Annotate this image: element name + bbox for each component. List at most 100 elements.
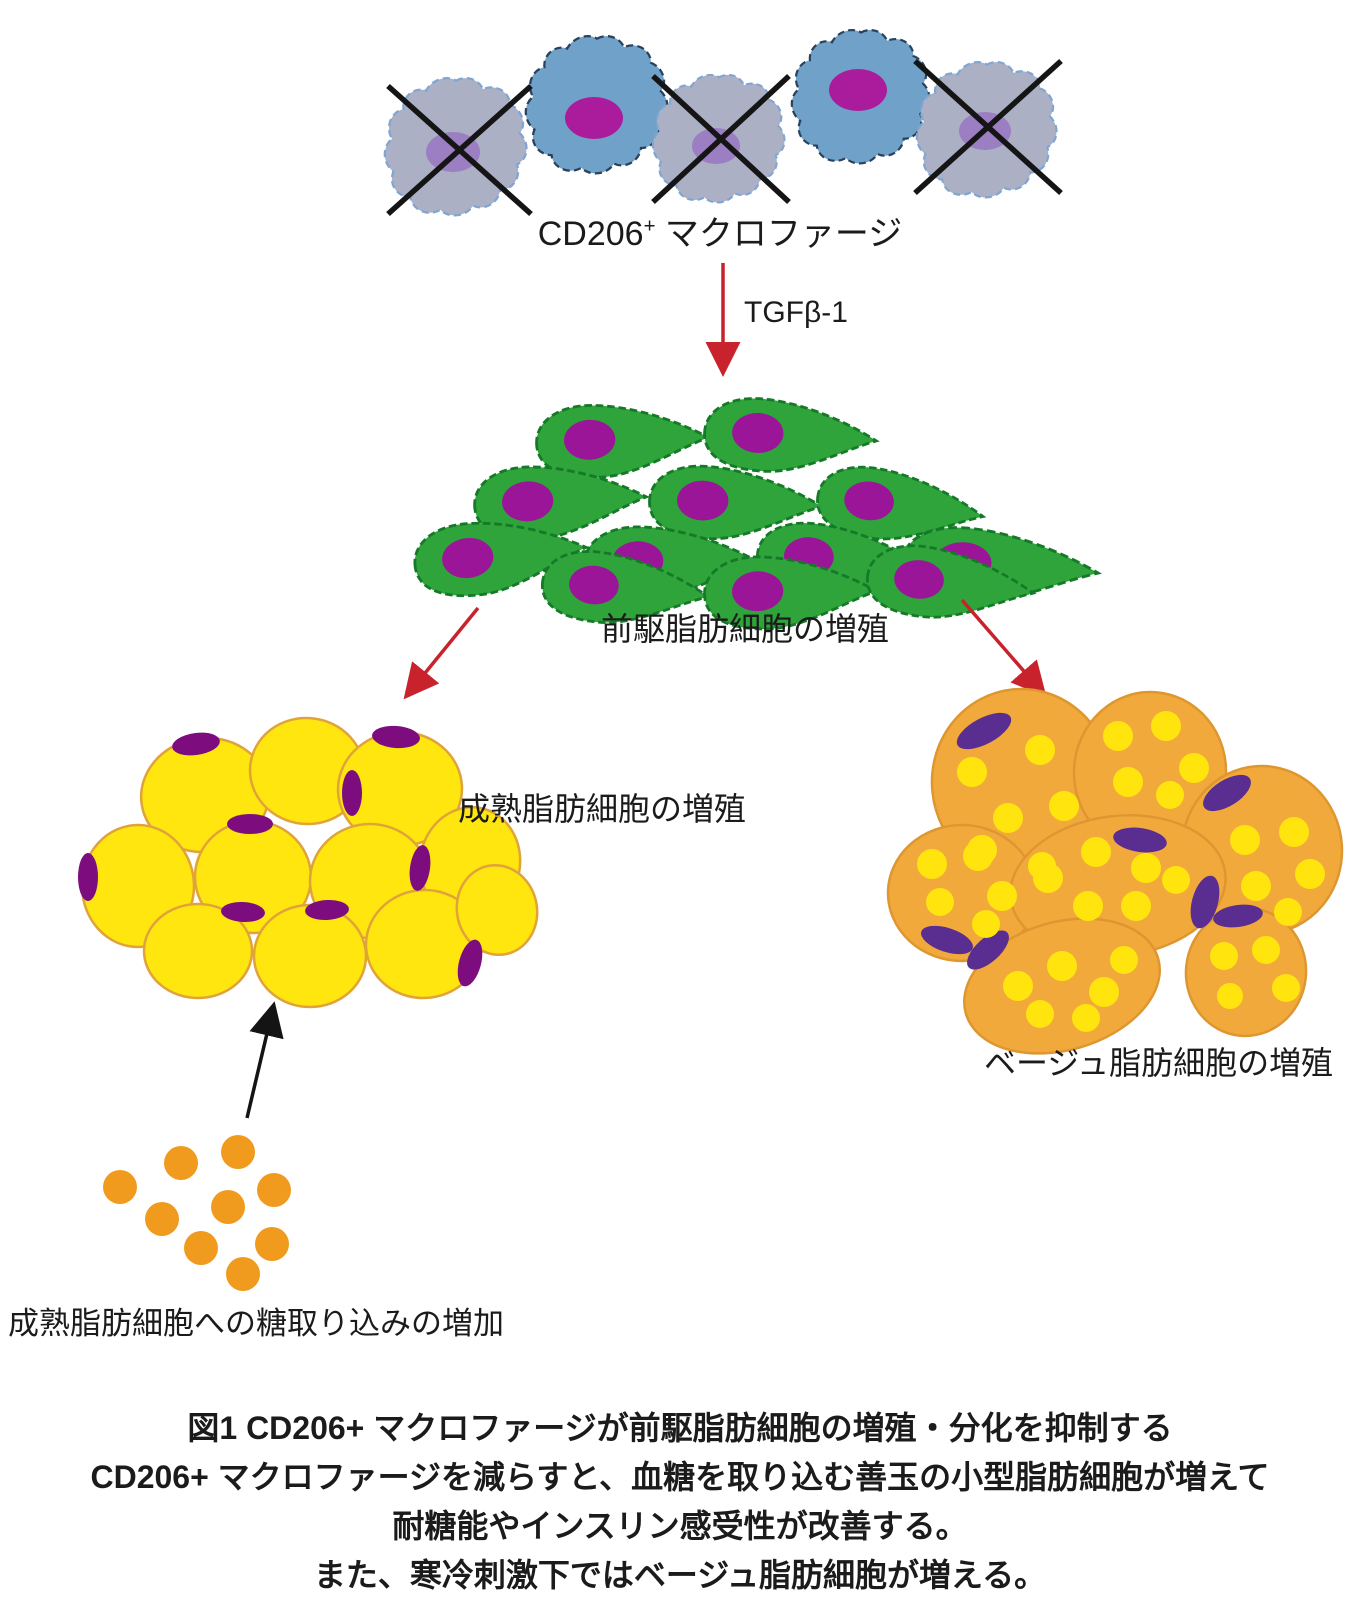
caption-line: 耐糖能やインスリン感受性が改善する。 xyxy=(392,1508,968,1544)
cell-nucleus xyxy=(829,69,887,111)
beige-nuclei xyxy=(921,712,1263,970)
lipid-droplet xyxy=(1025,735,1055,765)
preadipocyte-cell xyxy=(701,551,880,633)
preadipocyte-cluster xyxy=(409,395,1102,633)
preadipocyte-cell xyxy=(538,546,713,632)
cell-body xyxy=(963,917,1161,1055)
glucose-dot xyxy=(226,1257,260,1291)
glucose-dot xyxy=(221,1135,255,1169)
mature-adipocyte-nuclei xyxy=(78,725,483,987)
cell-nucleus xyxy=(442,538,494,579)
preadipocyte-cell xyxy=(533,397,712,482)
branch-arrow-left xyxy=(403,606,480,700)
cell-nucleus xyxy=(732,571,784,612)
glucose-uptake-arrow xyxy=(245,1001,284,1119)
lipid-droplet xyxy=(1121,891,1151,921)
mature-adipocyte-label: 成熟脂肪細胞の増殖 xyxy=(458,791,747,827)
cell-body xyxy=(142,902,254,1000)
glucose-dot xyxy=(184,1231,218,1265)
beige-adipocyte-label: ベージュ脂肪細胞の増殖 xyxy=(984,1045,1334,1081)
cell-nucleus xyxy=(372,725,420,749)
lipid-droplet xyxy=(1151,711,1181,741)
macrophage-cell-2 xyxy=(524,34,669,175)
cell-nucleus xyxy=(227,814,273,834)
cell-nucleus xyxy=(565,97,623,139)
lipid-droplet xyxy=(1217,983,1243,1009)
lipid-droplet xyxy=(1241,871,1271,901)
lipid-droplets xyxy=(917,711,1325,1032)
lipid-droplet xyxy=(1274,898,1302,926)
caption-line: CD206+ マクロファージを減らすと、血糖を取り込む善玉の小型脂肪細胞が増えて xyxy=(90,1459,1270,1495)
cell-nucleus xyxy=(967,930,1009,970)
x-marks xyxy=(386,58,1063,217)
cell-nucleus xyxy=(457,939,483,987)
cell-nucleus xyxy=(569,565,619,605)
glucose-dot xyxy=(257,1173,291,1207)
cell-nucleus xyxy=(305,899,349,921)
cell-nucleus xyxy=(221,901,265,923)
cell-nucleus xyxy=(732,413,784,453)
cell-nucleus xyxy=(844,481,894,521)
preadipocyte-cell xyxy=(470,457,651,545)
preadipocyte-cell xyxy=(701,395,880,477)
lipid-droplet xyxy=(1295,859,1325,889)
cell-nucleus xyxy=(172,732,220,756)
glucose-dots xyxy=(103,1135,291,1291)
glucose-dot xyxy=(255,1227,289,1261)
beige-adipocyte-cluster xyxy=(886,687,1344,1055)
lipid-droplet xyxy=(987,881,1017,911)
lipid-droplet xyxy=(1113,767,1143,797)
caption-line: また、寒冷刺激下ではベージュ脂肪細胞が増える。 xyxy=(313,1557,1047,1593)
preadipocyte-label: 前駆脂肪細胞の増殖 xyxy=(600,611,889,647)
glucose-dot xyxy=(145,1202,179,1236)
macrophage-cell-4 xyxy=(790,28,931,165)
lipid-droplet xyxy=(1230,825,1260,855)
glucose-dot xyxy=(164,1146,198,1180)
tgf-label: TGFβ-1 xyxy=(744,296,848,329)
lipid-droplet xyxy=(1179,753,1209,783)
macrophage-label-text: CD206 xyxy=(537,215,644,253)
lipid-droplet xyxy=(1131,853,1161,883)
preadipocyte-cell xyxy=(812,461,989,551)
lipid-droplet xyxy=(1072,1004,1100,1032)
cell-nucleus xyxy=(78,853,98,901)
branch-arrow-right xyxy=(960,598,1047,698)
macrophage-cluster xyxy=(383,28,1063,217)
lipid-droplet xyxy=(1252,936,1280,964)
lipid-droplet xyxy=(963,841,993,871)
lipid-droplet xyxy=(1279,817,1309,847)
lipid-droplet xyxy=(993,803,1023,833)
preadipocyte-cell xyxy=(647,463,824,543)
cell-nucleus xyxy=(956,712,1012,750)
figure-caption: 図1 CD206+ マクロファージが前駆脂肪細胞の増殖・分化を抑制する CD20… xyxy=(0,1404,1360,1600)
glucose-uptake-label: 成熟脂肪細胞への糖取り込みの増加 xyxy=(8,1306,504,1341)
lipid-droplet xyxy=(1033,863,1063,893)
preadipocyte-cell xyxy=(863,540,1038,628)
cell-nucleus xyxy=(1213,904,1263,928)
cell-body xyxy=(701,395,880,477)
lipid-droplet xyxy=(1162,866,1190,894)
lipid-droplet xyxy=(1026,1000,1054,1028)
lipid-droplet xyxy=(1049,791,1079,821)
x-line xyxy=(913,58,1063,196)
glucose-dot xyxy=(211,1190,245,1224)
lipid-droplet xyxy=(957,757,987,787)
x-line xyxy=(651,73,791,205)
cell-nucleus xyxy=(921,925,973,955)
lipid-droplet xyxy=(972,910,1000,938)
lipid-droplet xyxy=(1081,837,1111,867)
lipid-droplet xyxy=(1272,974,1300,1002)
cell-nucleus xyxy=(564,419,616,460)
cell-nucleus xyxy=(1190,875,1220,929)
macrophage-label-sup: + xyxy=(643,215,656,238)
macrophage-label: CD206+ マクロファージ xyxy=(420,206,1020,255)
preadipocyte-cell xyxy=(409,508,592,604)
cell-nucleus xyxy=(409,845,431,891)
lipid-droplet xyxy=(1210,942,1238,970)
lipid-droplet xyxy=(1089,977,1119,1007)
lipid-droplet xyxy=(1073,891,1103,921)
lipid-droplet xyxy=(1047,951,1077,981)
cell-body xyxy=(252,903,368,1009)
